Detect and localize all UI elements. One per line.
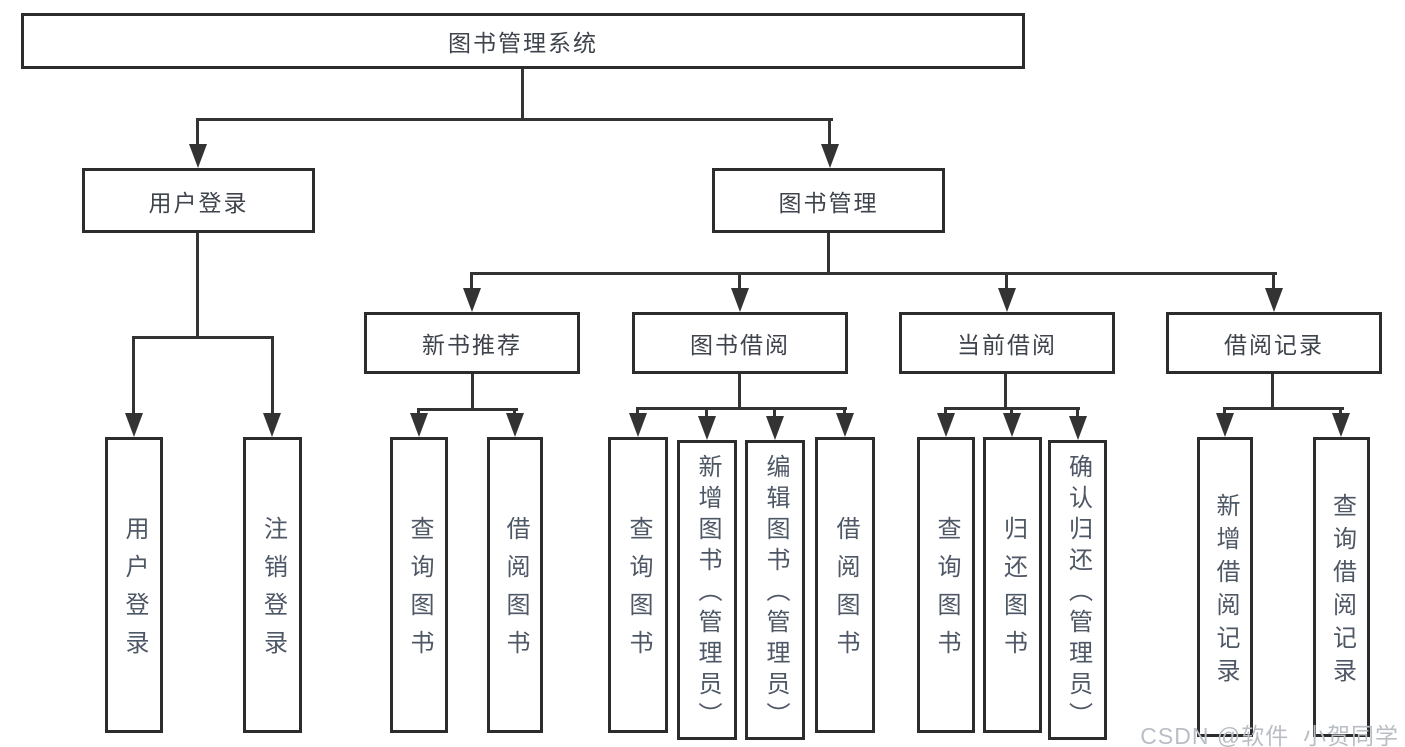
connector-currentborrow-bar [944, 407, 1080, 410]
leaf-logout: 注销登录 [243, 437, 302, 733]
leaf-edit-book-admin: 编辑图书（管理员） [745, 440, 805, 740]
leaf-borrow-book-newrec-label: 借阅图书 [502, 516, 529, 668]
leaf-query-borrow-record: 查询借阅记录 [1313, 437, 1370, 737]
leaf-confirm-return-admin-label: 确认归还（管理员） [1064, 454, 1092, 733]
arrowhead [1069, 416, 1087, 440]
arrowhead [629, 413, 647, 437]
arrowhead [463, 288, 481, 312]
connector-borrowrecords-bar [1223, 407, 1344, 410]
connector-newbookrec-bar [417, 408, 518, 411]
leaf-query-book-borrow-label: 查询图书 [625, 516, 652, 668]
leaf-query-book-borrow: 查询图书 [608, 437, 668, 733]
leaf-add-borrow-record-label: 新增借阅记录 [1212, 492, 1239, 691]
connector-bookmgmt-stem [827, 233, 830, 275]
arrowhead [937, 413, 955, 437]
node-book-borrow: 图书借阅 [632, 312, 848, 374]
connector-borrowrecords-drop [1223, 410, 1226, 413]
connector-newbookrec-drop [513, 411, 516, 413]
arrowhead [998, 288, 1016, 312]
leaf-borrow-book-borrow-label: 借阅图书 [832, 516, 859, 668]
connector-root-stem [521, 69, 524, 121]
leaf-add-book-admin-label: 新增图书（管理员） [694, 454, 721, 733]
connector-newbookrec-stem [471, 374, 474, 411]
connector-userlogin-drop [132, 339, 135, 413]
node-book-mgmt: 图书管理 [712, 168, 945, 233]
connector-root-bar [196, 118, 833, 121]
node-book-borrow-label: 图书借阅 [690, 332, 790, 358]
node-new-book-rec: 新书推荐 [364, 312, 580, 374]
leaf-query-book-newrec: 查询图书 [390, 437, 448, 733]
leaf-return-book: 归还图书 [983, 437, 1042, 733]
connector-currentborrow-drop [1076, 410, 1079, 416]
connector-bookborrow-bar [636, 407, 847, 410]
connector-bookborrow-drop [636, 410, 639, 413]
arrowhead [731, 288, 749, 312]
connector-root-drop-left [196, 121, 199, 144]
leaf-edit-book-admin-label: 编辑图书（管理员） [762, 454, 789, 733]
leaf-query-book-current: 查询图书 [917, 437, 975, 733]
leaf-user-login: 用户登录 [105, 437, 163, 733]
node-root: 图书管理系统 [21, 13, 1025, 69]
connector-userlogin-drop [271, 339, 274, 413]
leaf-confirm-return-admin: 确认归还（管理员） [1048, 440, 1107, 740]
connector-bookborrow-stem [738, 374, 741, 410]
connector-bookmgmt-drop [1005, 275, 1008, 288]
leaf-query-book-newrec-label: 查询图书 [406, 516, 433, 668]
node-root-label: 图书管理系统 [448, 30, 598, 56]
arrowhead [263, 413, 281, 437]
connector-currentborrow-stem [1004, 374, 1007, 410]
node-current-borrow: 当前借阅 [899, 312, 1115, 374]
node-user-login: 用户登录 [82, 168, 315, 233]
leaf-query-borrow-record-label: 查询借阅记录 [1328, 492, 1356, 691]
node-current-borrow-label: 当前借阅 [957, 332, 1057, 358]
leaf-query-book-current-label: 查询图书 [933, 516, 960, 668]
node-book-mgmt-label: 图书管理 [778, 189, 879, 216]
leaf-add-book-admin: 新增图书（管理员） [677, 440, 737, 740]
arrowhead [125, 413, 143, 437]
connector-borrowrecords-stem [1271, 374, 1274, 410]
connector-bookmgmt-bar [470, 272, 1277, 275]
connector-newbookrec-drop [417, 411, 420, 413]
watermark: CSDN @软件_小贺同学 [1140, 723, 1399, 747]
connector-currentborrow-drop [1010, 410, 1013, 413]
arrowhead [189, 144, 207, 168]
node-user-login-label: 用户登录 [148, 189, 249, 216]
connector-root-drop-right [828, 121, 831, 144]
connector-userlogin-bar [132, 336, 274, 339]
arrowhead [1003, 413, 1021, 437]
connector-bookmgmt-drop [738, 275, 741, 288]
connector-bookmgmt-drop [1272, 275, 1275, 288]
connector-currentborrow-drop [944, 410, 947, 413]
connector-bookmgmt-drop [470, 275, 473, 288]
arrowhead [1265, 288, 1283, 312]
arrowhead [1332, 413, 1350, 437]
leaf-borrow-book-borrow: 借阅图书 [815, 437, 875, 733]
node-new-book-rec-label: 新书推荐 [422, 332, 522, 358]
connector-borrowrecords-drop [1339, 410, 1342, 413]
arrowhead [766, 416, 784, 440]
arrowhead [506, 413, 524, 437]
leaf-logout-label: 注销登录 [259, 516, 287, 668]
leaf-return-book-label: 归还图书 [999, 516, 1027, 668]
leaf-user-login-label: 用户登录 [121, 516, 148, 668]
node-borrow-records-label: 借阅记录 [1224, 332, 1324, 358]
arrowhead [410, 413, 428, 437]
arrowhead [698, 416, 716, 440]
connector-userlogin-stem [196, 233, 199, 339]
leaf-borrow-book-newrec: 借阅图书 [487, 437, 543, 733]
arrowhead [821, 144, 839, 168]
arrowhead [1216, 413, 1234, 437]
leaf-add-borrow-record: 新增借阅记录 [1197, 437, 1253, 737]
connector-bookborrow-drop [705, 410, 708, 416]
node-borrow-records: 借阅记录 [1166, 312, 1382, 374]
arrowhead [836, 413, 854, 437]
connector-bookborrow-drop [843, 410, 846, 413]
connector-bookborrow-drop [773, 410, 776, 416]
